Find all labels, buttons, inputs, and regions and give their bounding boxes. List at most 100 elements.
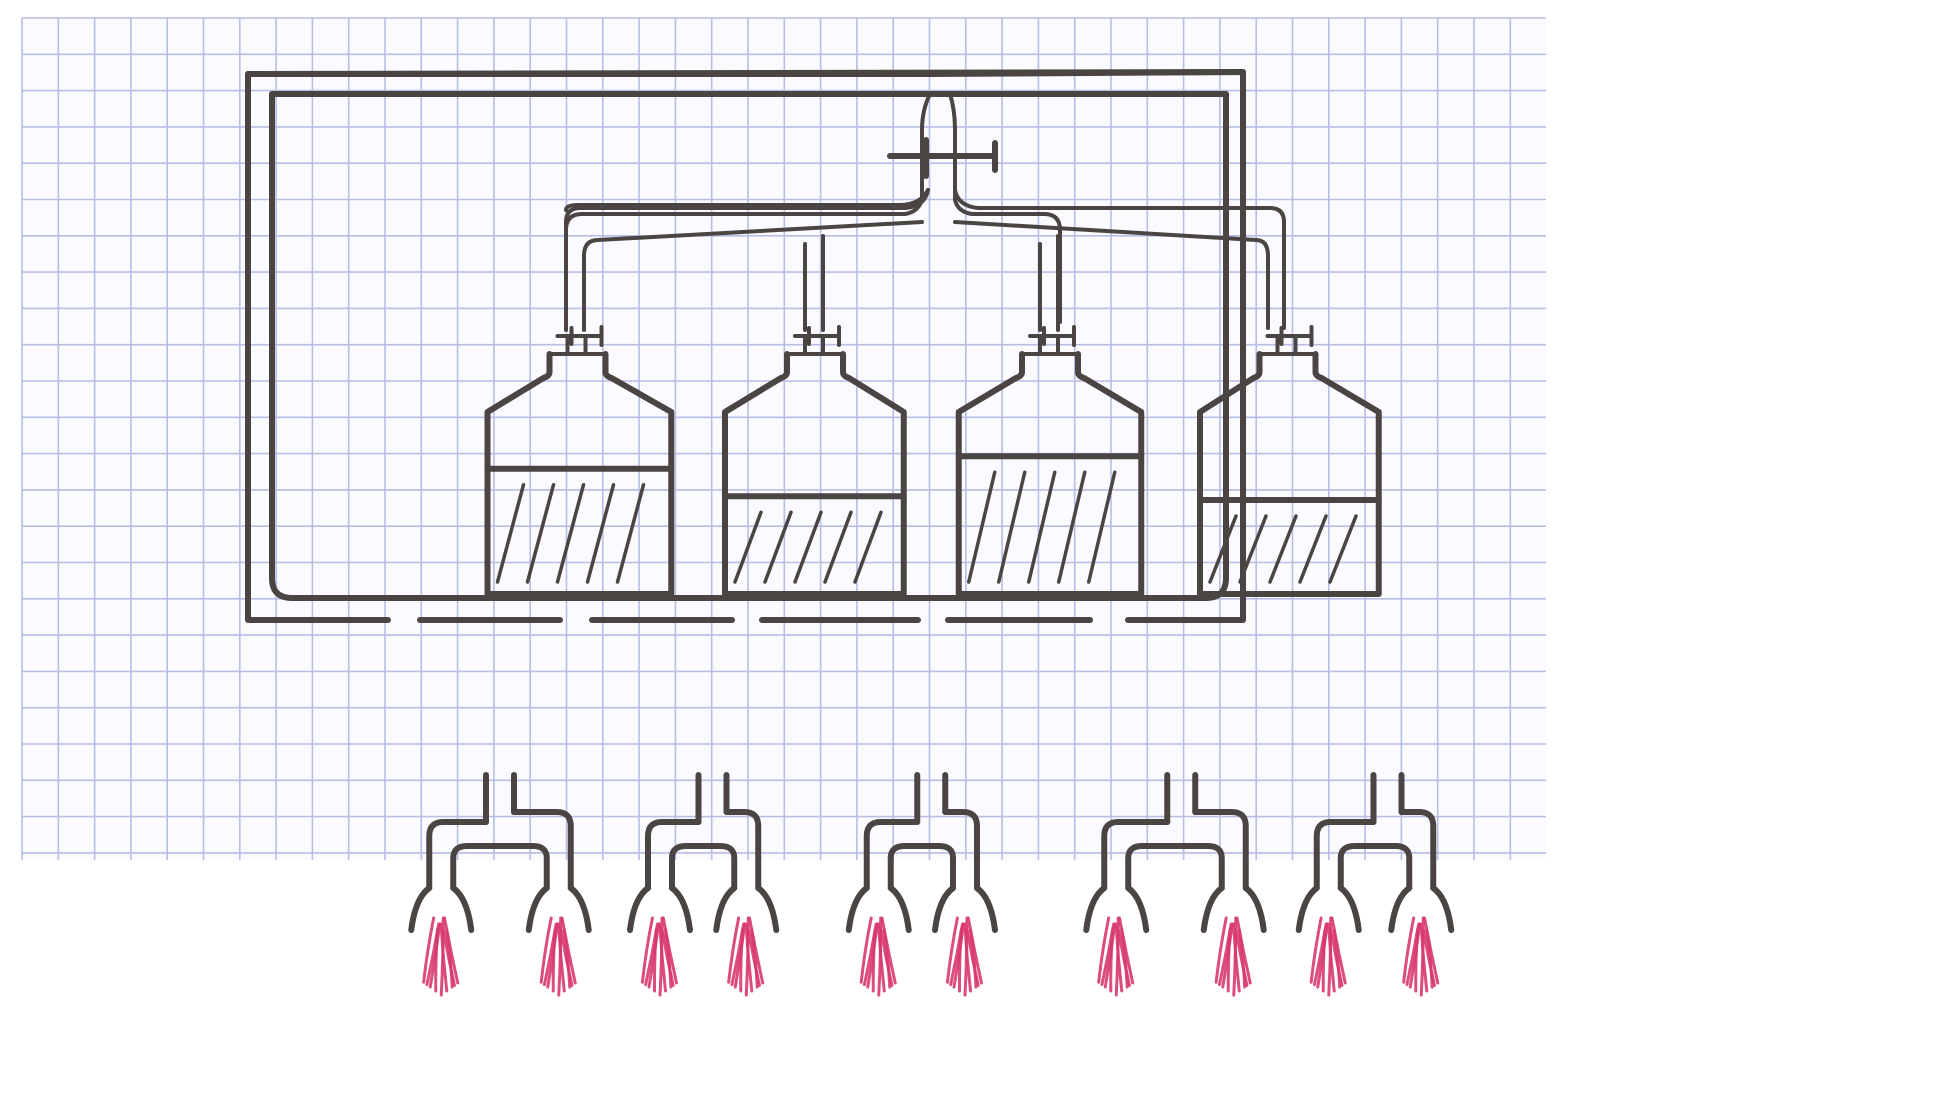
flame-stroke (443, 916, 460, 985)
burner-head (627, 885, 693, 933)
branch-drop-pipe (483, 772, 517, 825)
flame-stroke (1235, 916, 1252, 985)
flame-stroke (1421, 928, 1436, 987)
flame-stroke (727, 916, 741, 984)
branch-split-pipe (1101, 809, 1249, 891)
flame-stroke (1330, 916, 1347, 985)
flame-stroke (963, 922, 972, 993)
flame-stroke (644, 922, 659, 987)
burner (845, 885, 912, 997)
flame-stroke (1327, 922, 1336, 993)
flame-stroke (660, 928, 675, 987)
manifold-lower-wall (582, 220, 924, 332)
branch-drop-pipe (914, 772, 949, 825)
flame-stroke (557, 922, 566, 993)
manifold-upper-wall (564, 188, 930, 332)
branch-split-pipe (426, 809, 574, 891)
flame-stroke (539, 916, 553, 984)
hatch-stroke (823, 510, 853, 584)
hatch-stroke (585, 483, 616, 584)
flame-stroke (1116, 928, 1131, 987)
bottle-feed-pipe (1038, 234, 1060, 332)
branch-drop-pipe (1370, 772, 1405, 825)
branch-split-pipe (669, 843, 738, 891)
hatch-stroke (1057, 470, 1087, 584)
burner (713, 885, 780, 997)
main-valve-handle (887, 137, 998, 179)
flame-stroke (1312, 922, 1328, 987)
flame-icon (1214, 916, 1252, 997)
flame-stroke (1329, 928, 1344, 987)
flame-stroke (560, 916, 577, 985)
branch-drop-pipe (1164, 772, 1199, 825)
flame-stroke (422, 916, 436, 984)
bottle-outline (955, 351, 1145, 597)
flame-icon (727, 916, 765, 997)
bottle-liquid-hatching (733, 510, 883, 584)
flame-stroke (1309, 916, 1323, 984)
pipe-loop-outer-wall-top (245, 69, 1246, 77)
flame-stroke (1402, 916, 1416, 984)
burner (1083, 885, 1150, 997)
flame-icon (640, 916, 678, 997)
flame-stroke (1217, 922, 1233, 987)
burner-head (525, 885, 592, 933)
generated-drawing (408, 234, 1455, 997)
hatch-stroke (615, 483, 646, 584)
flame-stroke (1097, 916, 1111, 984)
bottle-manifold (564, 188, 1286, 332)
flame-stroke (730, 922, 746, 987)
manifold-right-lower (953, 220, 1270, 330)
hatch-stroke (1238, 514, 1268, 584)
flame-icon (945, 916, 983, 997)
flame-icon (1309, 916, 1347, 997)
flame-stroke (966, 916, 983, 985)
hatch-stroke (763, 510, 793, 584)
bottle-liquid-hatching (1208, 514, 1358, 584)
flame-icon (422, 916, 460, 997)
pipe-loop (245, 69, 1246, 623)
flame-icon (859, 916, 897, 997)
flame-stroke (1214, 916, 1228, 984)
flame-icon (1402, 916, 1440, 997)
hatch-stroke (555, 483, 586, 584)
burner-head (1295, 885, 1362, 933)
branch-split-pipe (863, 809, 980, 891)
flame-stroke (1419, 922, 1429, 993)
flame-stroke (1100, 922, 1116, 987)
flame-stroke (879, 928, 894, 987)
flame-stroke (640, 916, 654, 984)
flame-stroke (949, 922, 964, 987)
flame-stroke (1118, 916, 1135, 985)
hatch-stroke (793, 510, 823, 584)
gas-bottle (722, 325, 907, 597)
hatch-stroke (1298, 514, 1328, 584)
flame-stroke (559, 928, 574, 987)
bottle-liquid-hatching (495, 483, 646, 584)
pipe-loop-outer-wall (245, 69, 1246, 623)
main-feed-left-wall (564, 92, 932, 324)
burner-head (845, 885, 912, 933)
flame-stroke (661, 916, 678, 985)
burner-head (1388, 885, 1455, 933)
flame-stroke (1114, 922, 1124, 993)
branch-split-pipe (1337, 843, 1413, 891)
hatch-stroke (1027, 470, 1057, 584)
burner (627, 885, 693, 997)
burner (408, 885, 475, 997)
branch-split-pipe (1125, 843, 1225, 891)
burner-head (408, 885, 475, 933)
branch-split-pipe (450, 843, 550, 891)
flame-icon (1097, 916, 1135, 997)
flame-stroke (748, 916, 765, 985)
bottle-outline (484, 351, 675, 597)
manifold-right-upper (953, 188, 1286, 330)
hatch-stroke (1328, 514, 1358, 584)
flame-stroke (965, 928, 980, 987)
flame-stroke (658, 922, 667, 993)
bottle-feed-pipe (803, 234, 825, 332)
flame-stroke (425, 922, 441, 987)
gas-bottle (955, 325, 1145, 597)
bottle-liquid-hatching (967, 470, 1117, 584)
